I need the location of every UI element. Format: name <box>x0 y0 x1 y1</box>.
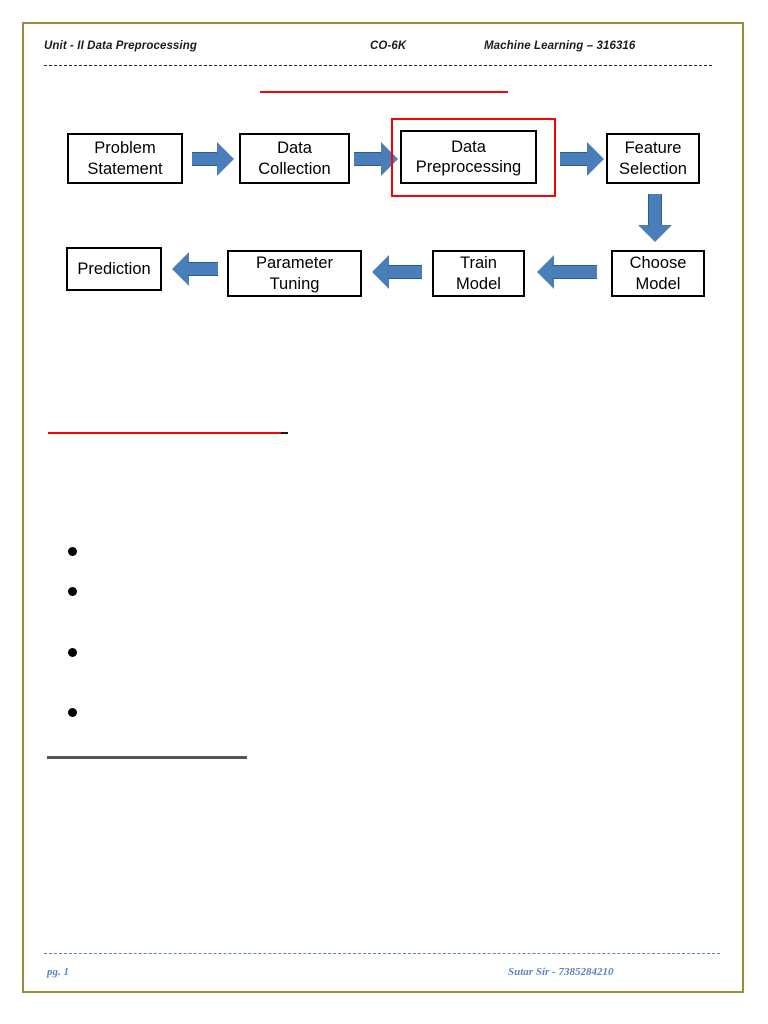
header-course-outcome: CO-6K <box>370 40 407 52</box>
highlight-rectangle <box>391 118 556 197</box>
flow-box-line: Data <box>277 139 312 158</box>
flow-box-line: Feature <box>624 139 682 158</box>
arrow-down-icon <box>637 194 673 242</box>
arrow-left-icon <box>537 254 597 290</box>
arrow-left-icon <box>172 251 218 287</box>
ml-pipeline-flowchart: Problem Statement Data Collection Data P… <box>0 0 768 320</box>
section-heading-underline-tail <box>281 432 288 435</box>
flow-box-choose-model[interactable]: Choose Model <box>611 250 705 297</box>
list-item-bullet <box>68 648 77 657</box>
arrow-left-icon <box>372 254 422 290</box>
section-title-underline <box>260 91 508 94</box>
flow-box-line: Model <box>635 274 681 293</box>
flow-box-line: Tuning <box>269 274 320 293</box>
flow-box-line: Model <box>456 274 501 293</box>
footer-page-number: pg. 1 <box>47 966 69 978</box>
flow-box-feature-selection[interactable]: Feature Selection <box>606 133 700 184</box>
page-header: Unit - II Data Preprocessing CO-6K Machi… <box>44 40 714 62</box>
list-item-bullet <box>68 587 77 596</box>
flow-box-train-model[interactable]: Train Model <box>432 250 525 297</box>
flow-box-line: Parameter <box>255 254 334 273</box>
flow-box-line: Data <box>451 137 486 156</box>
header-subject-code: Machine Learning – 316316 <box>484 40 636 52</box>
flow-box-parameter-tuning[interactable]: Parameter Tuning <box>227 250 362 297</box>
flow-box-line: Train <box>460 254 497 273</box>
footer-divider <box>44 953 720 954</box>
arrow-right-icon <box>192 141 234 177</box>
flow-box-line: Problem <box>94 139 156 158</box>
subsection-underline <box>47 756 247 759</box>
flow-box-line: Choose <box>629 254 687 273</box>
section-heading-underline <box>48 432 286 435</box>
flow-box-prediction[interactable]: Prediction <box>66 247 162 291</box>
arrow-right-icon <box>354 141 398 177</box>
header-unit-title: Unit - II Data Preprocessing <box>44 40 197 52</box>
flow-box-data-collection[interactable]: Data Collection <box>239 133 350 184</box>
flow-box-line: Selection <box>619 159 687 178</box>
footer-author-contact: Sutar Sir - 7385284210 <box>508 966 614 978</box>
flow-box-line: Preprocessing <box>415 158 522 176</box>
list-item-bullet <box>68 708 77 717</box>
flow-box-data-preprocessing[interactable]: Data Preprocessing <box>400 130 537 184</box>
flow-box-line: Collection <box>258 159 331 178</box>
arrow-right-icon <box>560 141 604 177</box>
header-divider <box>44 65 712 66</box>
list-item-bullet <box>68 547 77 556</box>
flow-box-problem-statement[interactable]: Problem Statement <box>67 133 183 184</box>
flow-box-line: Statement <box>87 159 163 178</box>
flow-box-line: Prediction <box>77 259 151 278</box>
